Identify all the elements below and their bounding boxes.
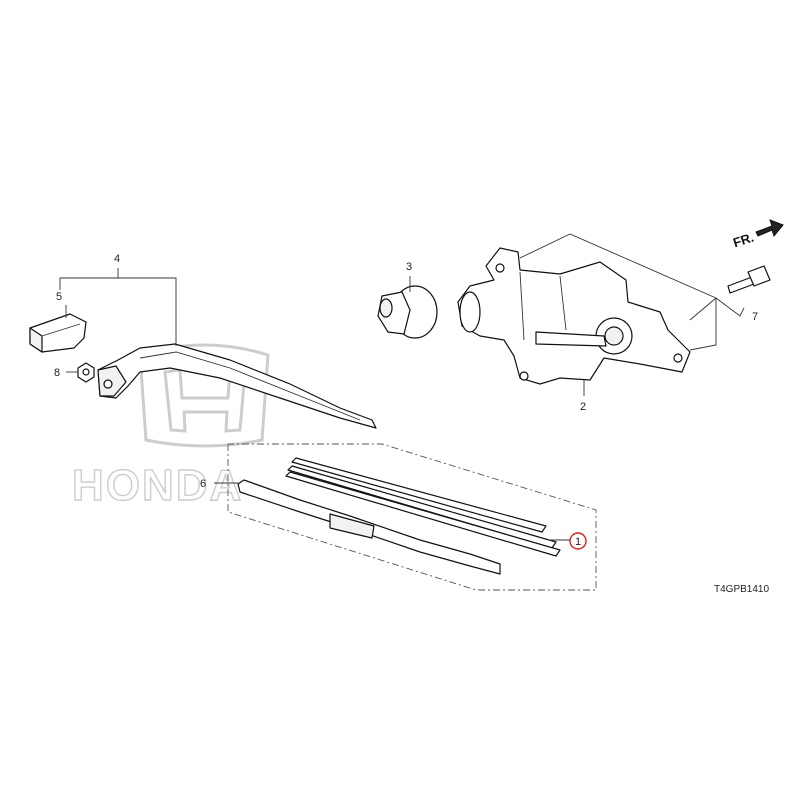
callout-5[interactable]: 5 <box>56 291 62 303</box>
part-8-nut[interactable] <box>77 362 95 383</box>
part-5-arm-cap[interactable] <box>29 313 87 353</box>
assembly-group-boundary <box>227 443 597 591</box>
callout-2[interactable]: 2 <box>580 401 586 413</box>
part-3-grommet[interactable] <box>377 285 438 339</box>
part-4-wiper-arm[interactable] <box>97 343 377 429</box>
front-arrow-icon <box>755 219 784 238</box>
part-6-wiper-blade[interactable] <box>237 479 501 575</box>
leader-lines <box>59 233 745 541</box>
front-direction-indicator: FR. <box>731 219 784 251</box>
honda-wordmark: HONDA <box>72 461 243 510</box>
callout-1[interactable]: 1 <box>575 536 581 548</box>
callout-8[interactable]: 8 <box>54 367 60 379</box>
part-7-bolt[interactable] <box>727 265 771 294</box>
drawing-code: T4GPB1410 <box>714 584 769 595</box>
honda-watermark: HONDA <box>71 343 270 511</box>
callout-1-highlight-ring <box>569 532 587 550</box>
callout-7[interactable]: 7 <box>752 311 758 323</box>
callout-labels: 4 5 8 3 2 7 6 1 <box>54 253 758 550</box>
front-direction-label: FR. <box>731 230 756 251</box>
part-2-wiper-motor[interactable] <box>457 247 691 385</box>
callout-4[interactable]: 4 <box>114 253 120 265</box>
part-1-blade-rubber[interactable] <box>285 457 561 557</box>
callout-6[interactable]: 6 <box>200 478 206 490</box>
callout-3[interactable]: 3 <box>406 261 412 273</box>
